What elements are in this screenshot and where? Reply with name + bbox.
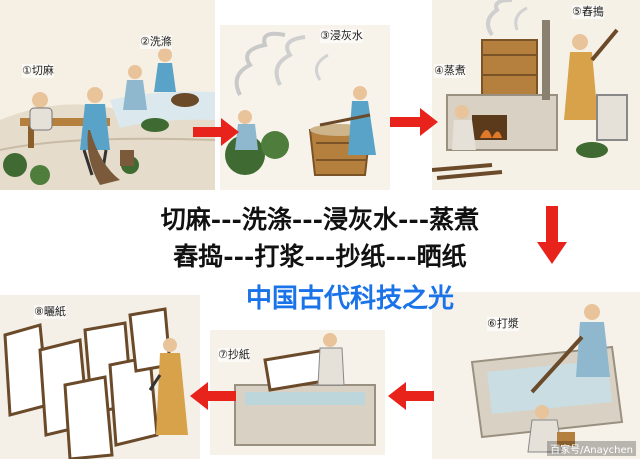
illustration-beat-pulp: ⑥打漿 [432, 292, 640, 459]
step-label-dry: ⑧曬紙 [34, 305, 66, 319]
process-line-1: 切麻---洗涤---浸灰水---蒸煮 [160, 205, 480, 234]
arrow-down [537, 206, 567, 264]
scene-dry-paper-art [0, 295, 200, 459]
step-label-lime-soak: ③浸灰水 [320, 29, 363, 43]
step-label-steam: ④蒸煮 [434, 64, 466, 78]
subtitle: 中国古代科技之光 [245, 284, 454, 314]
arrow-left-2 [190, 382, 236, 410]
scene-cut-wash-art [0, 0, 215, 190]
step-label-wash: ②洗滌 [140, 35, 172, 49]
step-label-lift: ⑦抄紙 [218, 348, 250, 362]
illustration-lime-soak: ③浸灰水 [220, 25, 390, 190]
scene-steam-pound-art [432, 0, 640, 190]
step-label-beat: ⑥打漿 [487, 317, 519, 331]
process-line-2: 舂捣---打浆---抄纸---晒纸 [173, 242, 467, 271]
arrow-right-2 [390, 108, 438, 136]
step-label-pound: ⑤舂搗 [572, 5, 604, 19]
illustration-dry-paper: ⑧曬紙 [0, 295, 200, 459]
illustration-lift-paper: ⑦抄紙 [210, 330, 385, 455]
arrow-right-1 [193, 118, 239, 146]
scene-beat-pulp-art [432, 292, 640, 459]
step-label-cut-hemp: ①切麻 [22, 64, 54, 78]
illustration-cut-and-wash: ①切麻 ②洗滌 [0, 0, 215, 190]
watermark: 百家号/Anaychen [547, 441, 636, 456]
scene-lime-soak-art [220, 25, 390, 190]
illustration-steam-pound: ④蒸煮 ⑤舂搗 [432, 0, 640, 190]
arrow-left-1 [388, 382, 434, 410]
